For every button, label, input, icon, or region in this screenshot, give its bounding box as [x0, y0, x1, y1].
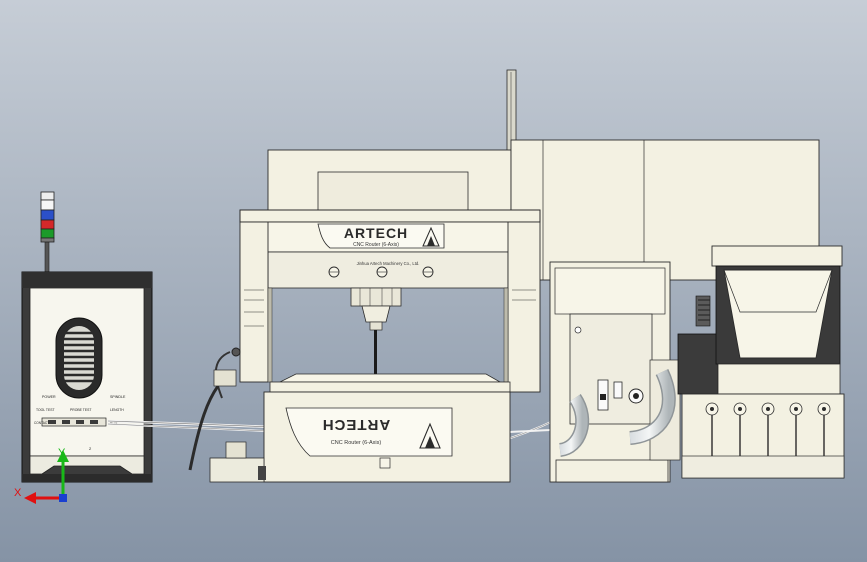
work-table-edge [269, 381, 511, 393]
panel-button-3[interactable] [76, 420, 84, 424]
company-text: Jinhua Artech Machinery Co., Ltd. [357, 261, 420, 266]
label-tool-test: TOOL TEST [36, 408, 55, 412]
label-number: 2 [89, 446, 92, 451]
label-run: RUN [110, 421, 118, 425]
signal-light-green [40, 228, 55, 239]
cabinet-plinth [22, 474, 152, 482]
x-axis-arrow-icon [24, 492, 36, 504]
gantry-left-column [239, 221, 269, 383]
y-axis-arrow-icon [57, 450, 69, 462]
base-brand-text: ARTECH [322, 416, 391, 433]
signal-light-red [40, 219, 55, 230]
spindle-carriage [267, 251, 509, 289]
spindle-collet [361, 305, 391, 323]
motor-spring [698, 299, 710, 321]
x-axis-label: X [14, 487, 22, 499]
spindle-head[interactable] [350, 287, 402, 376]
signal-base [40, 237, 55, 243]
base-brand-plate: ARTECH CNC Router (6-Axis) [285, 407, 453, 457]
gantry-subtitle-text: CNC Router (6-Axis) [353, 242, 399, 248]
hopper-funnel [723, 269, 833, 359]
dust-hose [558, 369, 676, 457]
signal-cap [40, 191, 55, 201]
cabinet-vent-grille [55, 317, 103, 399]
controller-button-strip[interactable] [41, 417, 107, 427]
signal-light-blue [40, 209, 55, 221]
hopper-unit [681, 245, 845, 479]
label-power: POWER [42, 395, 56, 399]
signal-light-tower [40, 191, 55, 273]
button-strip-frame [41, 417, 107, 427]
signal-pole [44, 239, 50, 273]
cnc-router-machine[interactable]: ARTECH CNC Router (6-Axis) Jinhua Artech… [188, 69, 845, 483]
motor-block [677, 333, 719, 395]
gantry-right-column [507, 221, 541, 393]
signal-light-white [40, 199, 55, 211]
cabinet-top-bezel [22, 272, 152, 288]
tool-holder-bracket [188, 347, 266, 483]
label-length: LENGTH [110, 408, 124, 412]
vent-slats [64, 331, 94, 383]
panel-button-1[interactable] [48, 420, 56, 424]
rear-window-panel [317, 171, 469, 211]
label-probe-test: PROBE TEST [70, 408, 91, 412]
work-table-top [279, 373, 502, 383]
gantry-top-beam [239, 209, 541, 223]
spindle-motor [350, 287, 402, 307]
panel-button-2[interactable] [62, 420, 70, 424]
label-contact: CONTACT [34, 421, 49, 425]
panel-button-4[interactable] [90, 420, 98, 424]
z-axis-marker [59, 494, 67, 502]
coordinate-triad: Y X [14, 447, 69, 504]
base-subtitle-text: CNC Router (6-Axis) [331, 440, 382, 446]
gantry-brand-text: ARTECH [344, 225, 408, 241]
cutting-tool [374, 330, 377, 376]
gantry-brand-plate: ARTECH CNC Router (6-Axis) [317, 223, 445, 249]
y-axis-label: Y [58, 447, 66, 459]
label-spindle: SPINDLE [110, 395, 126, 399]
